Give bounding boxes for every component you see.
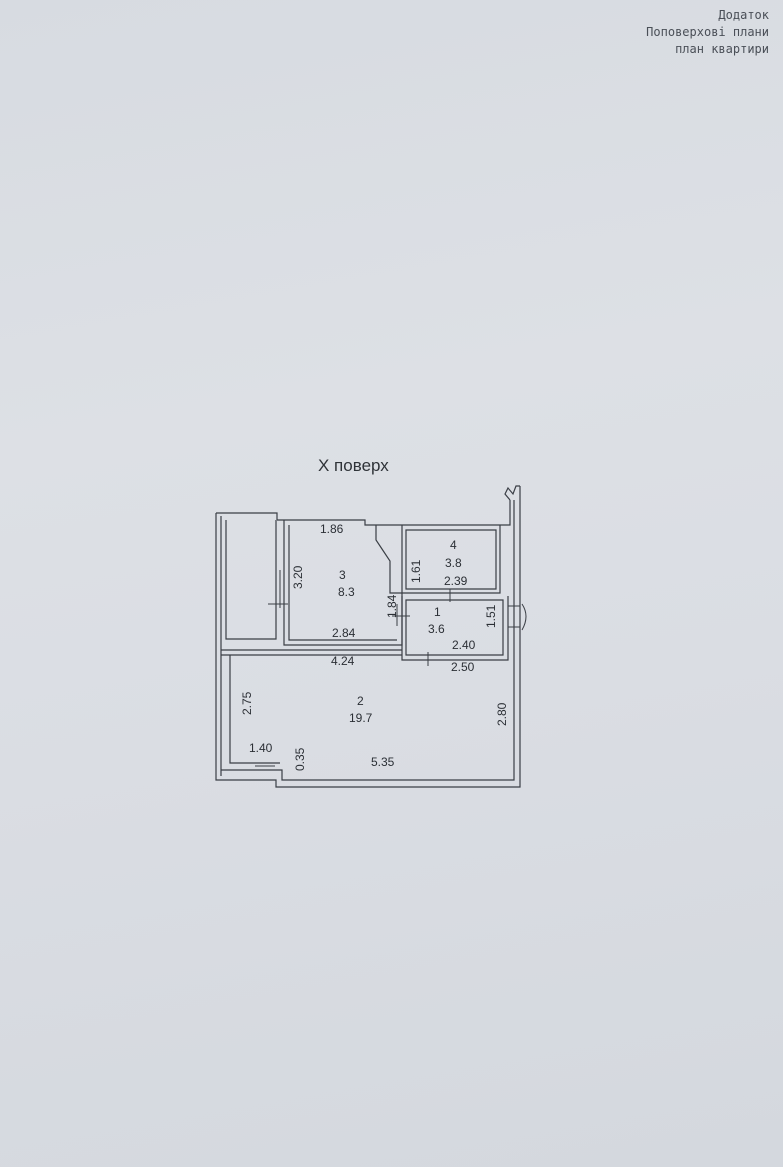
room-4-walls [401, 525, 501, 594]
room-1-walls [401, 596, 509, 661]
room-2-number: 2 [357, 694, 364, 708]
room-1-area: 3.6 [428, 622, 445, 636]
outer-wall [215, 486, 521, 788]
room-3-walls [283, 520, 403, 646]
floor-title: X поверх [318, 456, 389, 475]
break-mark [504, 485, 520, 501]
dim-room2-left: 2.75 [240, 691, 254, 715]
dim-room1-right: 1.51 [484, 604, 498, 628]
header-appendix: Додаток [718, 8, 769, 22]
dim-room2-bottom: 5.35 [371, 755, 395, 769]
dim-room3-top: 1.86 [320, 522, 344, 536]
room-2-area: 19.7 [349, 711, 373, 725]
dim-room2-right: 2.80 [495, 702, 509, 726]
dim-room4-left: 1.61 [409, 559, 423, 583]
header-floor-plans: Поповерхові плани [646, 25, 769, 39]
dim-room2-top: 4.24 [331, 654, 355, 668]
dim-room3-bottom: 2.84 [332, 626, 356, 640]
dim-room1-width: 2.40 [452, 638, 476, 652]
dim-step: 0.35 [293, 747, 307, 771]
room-3-area: 8.3 [338, 585, 355, 599]
entry-door-arc [521, 603, 527, 631]
header-apartment-plan: план квартири [675, 42, 769, 56]
dim-room1-bottom: 2.50 [451, 660, 475, 674]
dim-room3-left: 3.20 [291, 565, 305, 589]
room-4-number: 4 [450, 538, 457, 552]
room-1-number: 1 [434, 605, 441, 619]
dim-room3-right: 1.84 [385, 594, 399, 618]
header-block: Додаток Поповерхові плани план квартири [646, 7, 769, 58]
dim-room4-bottom: 2.39 [444, 574, 468, 588]
balcony-wall [225, 520, 277, 640]
dim-balcony-width: 1.40 [249, 741, 273, 755]
room-4-area: 3.8 [445, 556, 462, 570]
room-3-number: 3 [339, 568, 346, 582]
